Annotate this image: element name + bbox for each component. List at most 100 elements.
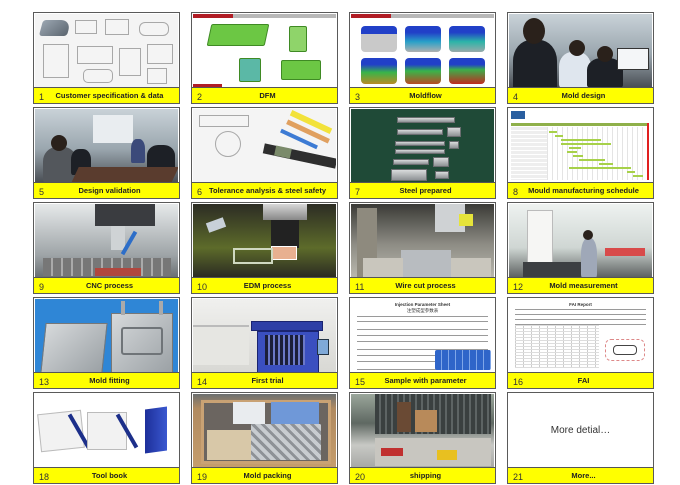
step-number: 11 <box>355 282 365 292</box>
step-label: Mold measurement <box>549 281 618 290</box>
mold-packing-image <box>193 394 336 467</box>
step-label: Wire cut process <box>395 281 456 290</box>
caption-bar: 18 Tool book <box>34 467 179 483</box>
wire-cut-image <box>351 204 494 277</box>
tile-steel-prepared[interactable]: 7 Steel prepared <box>349 107 496 199</box>
step-label: Moldflow <box>409 91 442 100</box>
tool-book-image <box>35 394 178 467</box>
step-number: 18 <box>39 472 50 482</box>
technical-drawings-image <box>35 14 178 87</box>
tile-customer-specification[interactable]: 1 Customer specification & data <box>33 12 180 104</box>
step-number: 4 <box>513 92 519 102</box>
step-number: 9 <box>39 282 45 292</box>
step-label: EDM process <box>243 281 292 290</box>
shipping-image <box>351 394 494 467</box>
caption-bar: 9 CNC process <box>34 277 179 293</box>
caption-bar: 4 Mold design <box>508 87 653 103</box>
step-label: First trial <box>251 376 284 385</box>
schedule-image <box>509 109 652 182</box>
step-label: CNC process <box>85 281 134 290</box>
step-label: Mold design <box>561 91 606 100</box>
tile-fai[interactable]: FAI Report 16 FAI <box>507 297 654 389</box>
more-detail-panel: More detial… <box>509 394 652 467</box>
tolerance-analysis-image <box>193 109 336 182</box>
mold-design-image <box>509 14 652 87</box>
tile-mold-packing[interactable]: 19 Mold packing <box>191 392 338 484</box>
step-number: 15 <box>355 377 366 387</box>
sheet-subtitle: 注塑成型参数表 <box>406 308 439 313</box>
step-number: 5 <box>39 187 45 197</box>
tile-tool-book[interactable]: 18 Tool book <box>33 392 180 484</box>
step-number: 7 <box>355 187 361 197</box>
first-trial-image <box>193 299 336 372</box>
tile-sample-with-parameter[interactable]: Injection Parameter Sheet 注塑成型参数表 15 Sam… <box>349 297 496 389</box>
step-label: Steel prepared <box>399 186 452 195</box>
step-number: 13 <box>39 377 50 387</box>
step-number: 20 <box>355 472 366 482</box>
step-number: 19 <box>197 472 208 482</box>
tile-tolerance-analysis[interactable]: 6 Tolerance analysis & steel safety <box>191 107 338 199</box>
step-number: 16 <box>513 377 524 387</box>
step-label: FAI <box>577 376 590 385</box>
step-number: 21 <box>513 472 524 482</box>
tile-mold-design[interactable]: 4 Mold design <box>507 12 654 104</box>
caption-bar: 5 Design validation <box>34 182 179 198</box>
tile-edm-process[interactable]: 10 EDM process <box>191 202 338 294</box>
caption-bar: 14 First trial <box>192 372 337 388</box>
step-label: Mold packing <box>243 471 292 480</box>
step-label: Sample with parameter <box>384 376 467 385</box>
step-number: 14 <box>197 377 208 387</box>
step-number: 1 <box>39 92 45 102</box>
step-label: Design validation <box>78 186 141 195</box>
step-number: 8 <box>513 187 519 197</box>
more-detail-text: More detial… <box>550 425 611 436</box>
caption-bar: 2 DFM <box>192 87 337 103</box>
sheet-title: Injection Parameter Sheet <box>394 302 451 307</box>
caption-bar: 3 Moldflow <box>350 87 495 103</box>
step-number: 3 <box>355 92 361 102</box>
step-label: Customer specification & data <box>55 91 164 100</box>
step-label: DFM <box>259 91 276 100</box>
caption-bar: 10 EDM process <box>192 277 337 293</box>
caption-bar: 15 Sample with parameter <box>350 372 495 388</box>
tile-wire-cut-process[interactable]: 11 Wire cut process <box>349 202 496 294</box>
cnc-image <box>35 204 178 277</box>
steel-prepared-image <box>351 109 494 182</box>
edm-image <box>193 204 336 277</box>
caption-bar: 7 Steel prepared <box>350 182 495 198</box>
tile-mould-schedule[interactable]: 8 Mould manufacturing schedule <box>507 107 654 199</box>
tile-mold-measurement[interactable]: 12 Mold measurement <box>507 202 654 294</box>
tile-first-trial[interactable]: 14 First trial <box>191 297 338 389</box>
more-link[interactable]: More... <box>571 471 596 480</box>
tile-dfm[interactable]: 2 DFM <box>191 12 338 104</box>
caption-bar: 13 Mold fitting <box>34 372 179 388</box>
mold-fitting-image <box>35 299 178 372</box>
caption-bar: 1 Customer specification & data <box>34 87 179 103</box>
dfm-image <box>193 14 336 87</box>
process-grid: 1 Customer specification & data 2 DFM <box>33 12 654 484</box>
mold-measurement-image <box>509 204 652 277</box>
parameter-sheet-image: Injection Parameter Sheet 注塑成型参数表 <box>351 299 494 372</box>
step-label: Tool book <box>91 471 128 480</box>
tile-design-validation[interactable]: 5 Design validation <box>33 107 180 199</box>
caption-bar: 11 Wire cut process <box>350 277 495 293</box>
caption-bar: 20 shipping <box>350 467 495 483</box>
caption-bar: 12 Mold measurement <box>508 277 653 293</box>
tile-moldflow[interactable]: 3 Moldflow <box>349 12 496 104</box>
tile-more[interactable]: More detial… 21 More... <box>507 392 654 484</box>
sheet-title: FAI Report <box>569 302 592 307</box>
caption-bar: 19 Mold packing <box>192 467 337 483</box>
tile-mold-fitting[interactable]: 13 Mold fitting <box>33 297 180 389</box>
step-label: Mold fitting <box>89 376 130 385</box>
step-label: Tolerance analysis & steel safety <box>208 186 326 195</box>
tile-shipping[interactable]: 20 shipping <box>349 392 496 484</box>
caption-bar: 16 FAI <box>508 372 653 388</box>
design-validation-image <box>35 109 178 182</box>
caption-bar: 21 More... <box>508 467 653 483</box>
sample-parts <box>435 350 491 370</box>
step-number: 6 <box>197 187 203 197</box>
moldflow-image <box>351 14 494 87</box>
step-number: 2 <box>197 92 203 102</box>
tile-cnc-process[interactable]: 9 CNC process <box>33 202 180 294</box>
step-label: Mould manufacturing schedule <box>528 186 639 195</box>
